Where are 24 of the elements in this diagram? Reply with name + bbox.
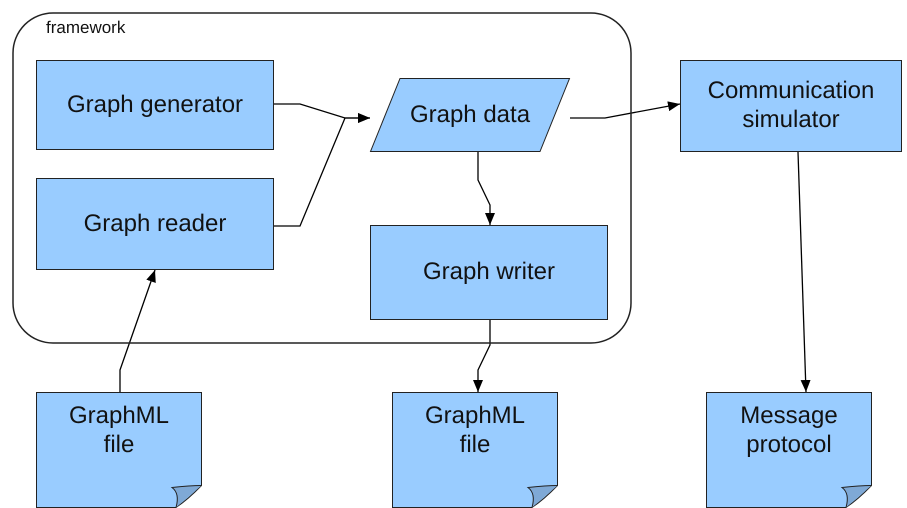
group-label: framework <box>46 18 126 38</box>
arrow <box>477 152 495 225</box>
process-box <box>370 225 608 320</box>
document-shape <box>706 392 872 508</box>
document-label: GraphML file <box>68 402 170 460</box>
process-box <box>36 178 274 270</box>
process-label: Graph reader <box>84 210 226 238</box>
process-label: Graph writer <box>422 258 556 287</box>
arrow <box>797 152 811 392</box>
document-shape <box>36 392 202 508</box>
process-box <box>36 60 274 150</box>
process-box <box>680 60 902 152</box>
arrow <box>570 101 680 119</box>
arrow <box>119 270 156 392</box>
framework-boundary <box>12 12 632 344</box>
document-shape <box>392 392 558 508</box>
process-label: Communication simulator <box>706 77 876 135</box>
data-label: Graph data <box>410 100 530 130</box>
arrow <box>274 113 370 227</box>
process-label: Graph generator <box>66 90 244 120</box>
arrow <box>473 320 491 392</box>
document-label: GraphML file <box>424 402 526 460</box>
document-label: Message protocol <box>739 402 839 460</box>
data-parallelogram <box>370 78 570 152</box>
